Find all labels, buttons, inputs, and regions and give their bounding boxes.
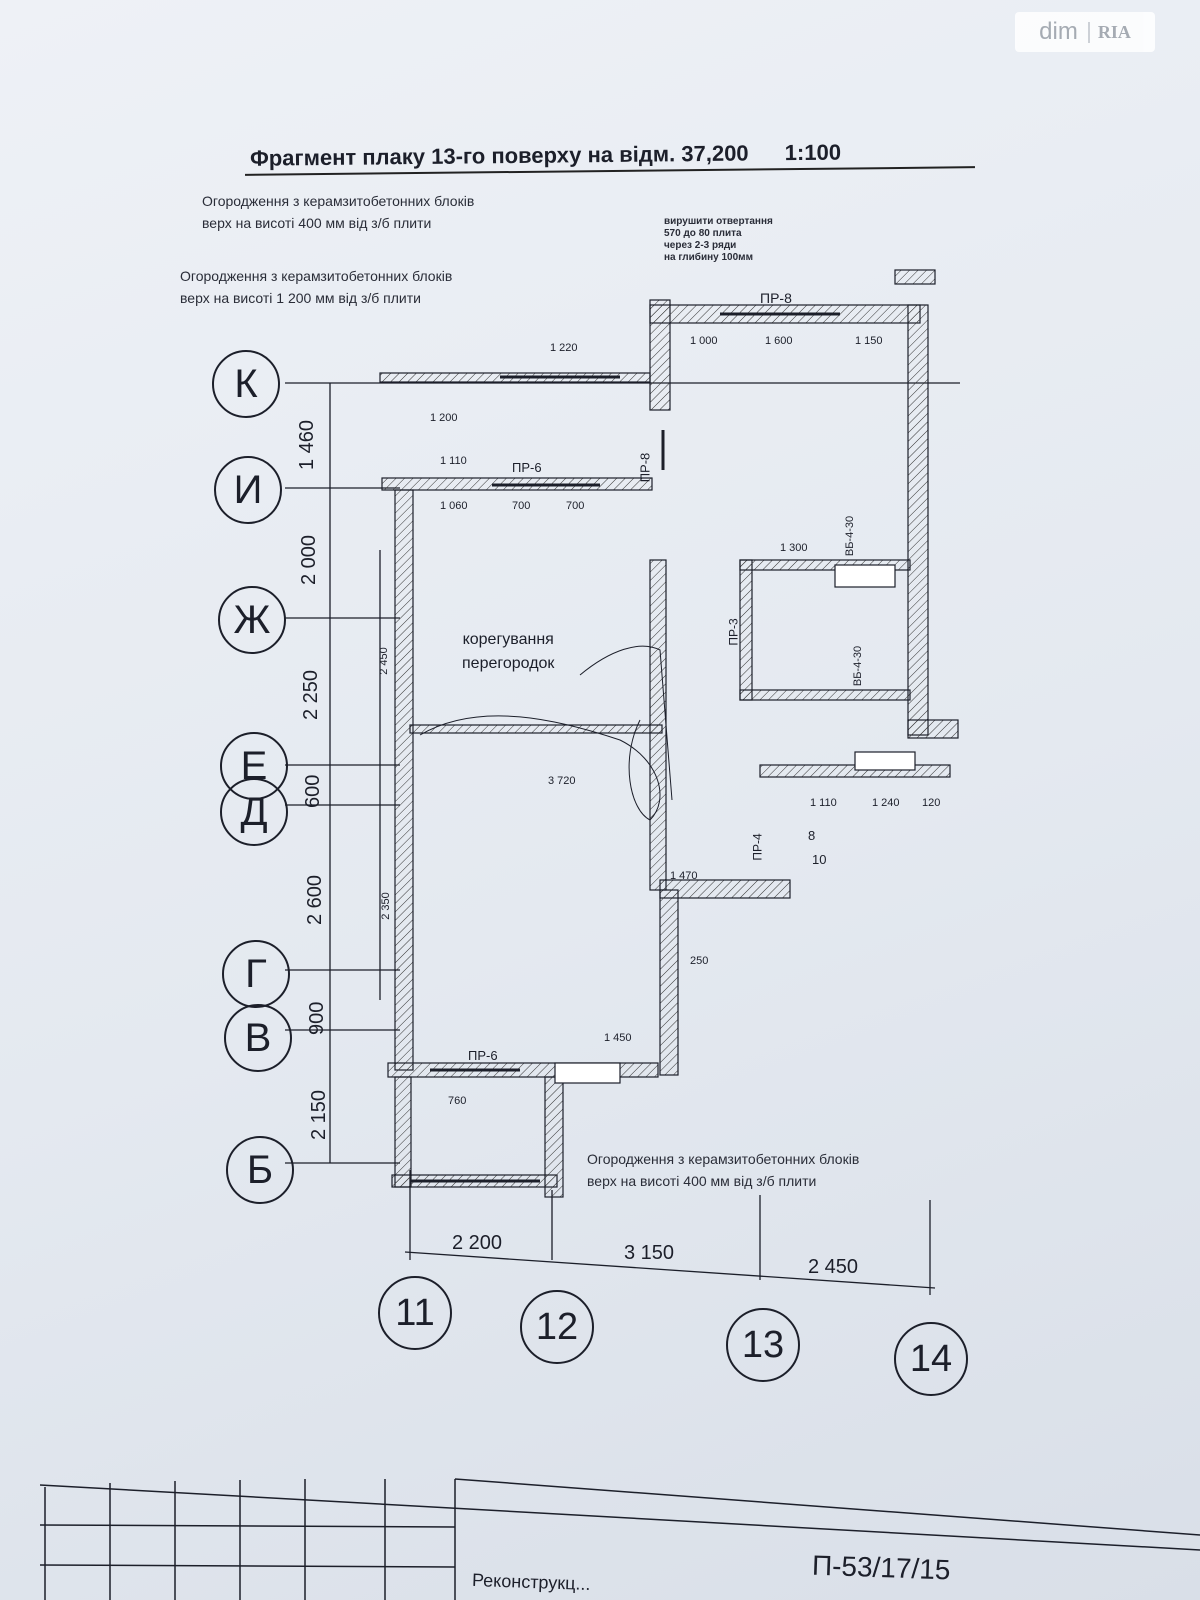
fence-note-bottom-line1: Огородження з керамзитобетонних блоків [587, 1151, 860, 1167]
label-pr3: ПР-3 [726, 618, 741, 646]
dim-v-v-b: 2 150 [308, 1089, 330, 1140]
fence-note-top: Огородження з керамзитобетонних блоків в… [202, 190, 474, 234]
title-block-stamp [40, 1478, 1200, 1600]
axis-zh: Ж [218, 586, 286, 654]
label-bb-2: ВБ-4-30 [852, 645, 865, 687]
fence-note-mid-line2: верх на висоті 1 200 мм від з/б плити [180, 290, 421, 306]
axis-14: 14 [894, 1322, 968, 1396]
dim-700a: 700 [512, 500, 531, 512]
sheet-code: П-53/17/15 [811, 1549, 951, 1586]
watermark: dim RIA [1015, 12, 1155, 52]
dim-v-g-v: 900 [306, 1001, 328, 1035]
dim-120: 120 [922, 797, 941, 809]
correction-outline [419, 645, 673, 821]
walls [379, 269, 959, 1198]
fence-note-top-line2: верх на висоті 400 мм від з/б плити [202, 215, 432, 231]
dim-1450: 1 450 [604, 1032, 632, 1044]
partition-correction-note: корегування перегородок [462, 628, 554, 676]
dim-1200: 1 200 [430, 412, 458, 424]
axis-i: И [214, 456, 282, 524]
dim-1000: 1 000 [690, 335, 718, 347]
dim-1240: 1 240 [872, 797, 900, 809]
dim-1600: 1 600 [765, 335, 793, 347]
dim-3720: 3 720 [548, 775, 576, 787]
reinforcement-note-line4: на глибину 100мм [664, 252, 753, 263]
dim-700b: 700 [566, 500, 585, 512]
partition-correction-line2: перегородок [462, 655, 555, 672]
label-10: 10 [812, 852, 827, 867]
grid-lines [285, 382, 960, 1295]
dim-1110: 1 110 [440, 455, 467, 467]
label-pr6-bottom: ПР-6 [468, 1048, 498, 1063]
dim-250: 250 [690, 955, 709, 967]
axis-g: Г [222, 940, 290, 1008]
reinforcement-note-line3: через 2-3 ряди [664, 240, 737, 251]
label-pr4: ПР-4 [750, 833, 765, 861]
dim-h-13-14: 2 450 [808, 1256, 859, 1278]
fence-note-top-line1: Огородження з керамзитобетонних блоків [202, 193, 475, 209]
dim-h-12-13: 3 150 [624, 1242, 675, 1264]
dim-1300: 1 300 [780, 542, 808, 554]
fence-note-bottom-line2: верх на висоті 400 мм від з/б плити [587, 1173, 817, 1189]
dim-760: 760 [448, 1095, 467, 1107]
dim-1470: 1 470 [670, 870, 698, 882]
fence-note-mid: Огородження з керамзитобетонних блоків в… [180, 265, 452, 309]
dim-v-i-zh: 2 000 [298, 534, 320, 585]
dim-h-11-12: 2 200 [452, 1232, 503, 1254]
axis-b: Б [226, 1136, 294, 1204]
axis-v: В [224, 1004, 292, 1072]
reinforcement-note-line1: вирушити отвертання [664, 216, 773, 227]
dim-v-d-g: 2 600 [304, 874, 326, 925]
dim-2350: 2 350 [379, 892, 392, 920]
axis-13: 13 [726, 1308, 800, 1382]
dim-v-ye-d: 600 [302, 774, 324, 808]
dim-1060: 1 060 [440, 500, 468, 512]
axis-d: Д [220, 778, 288, 846]
fence-note-bottom: Огородження з керамзитобетонних блоків в… [587, 1148, 859, 1192]
axis-11: 11 [378, 1276, 452, 1350]
axis-k: К [212, 350, 280, 418]
reinforcement-note-line2: 570 до 80 плита [664, 228, 742, 239]
label-8: 8 [808, 828, 816, 843]
watermark-dim: dim [1039, 18, 1078, 45]
dim-v-k-i: 1 460 [296, 419, 318, 470]
sheet-title-fragment: Реконструкц... [471, 1569, 591, 1595]
label-pr8-side: ПР-8 [637, 452, 653, 483]
label-bb-1: ВБ-4-30 [844, 515, 857, 557]
dim-1110b: 1 110 [810, 797, 837, 809]
label-pr6-top: ПР-6 [512, 460, 542, 475]
dim-1220: 1 220 [550, 342, 578, 354]
dim-1150: 1 150 [855, 335, 883, 347]
window-openings [410, 312, 840, 1183]
label-pr8-top: ПР-8 [760, 290, 792, 306]
dim-2450: 2 450 [377, 647, 390, 675]
fence-note-mid-line1: Огородження з керамзитобетонних блоків [180, 268, 453, 284]
partition-correction-line1: корегування [462, 631, 554, 648]
axis-12: 12 [520, 1290, 594, 1364]
watermark-ria: RIA [1087, 21, 1131, 43]
dim-v-zh-ye: 2 250 [300, 669, 322, 720]
reinforcement-note: вирушити отвертання 570 до 80 плита чере… [664, 216, 773, 264]
